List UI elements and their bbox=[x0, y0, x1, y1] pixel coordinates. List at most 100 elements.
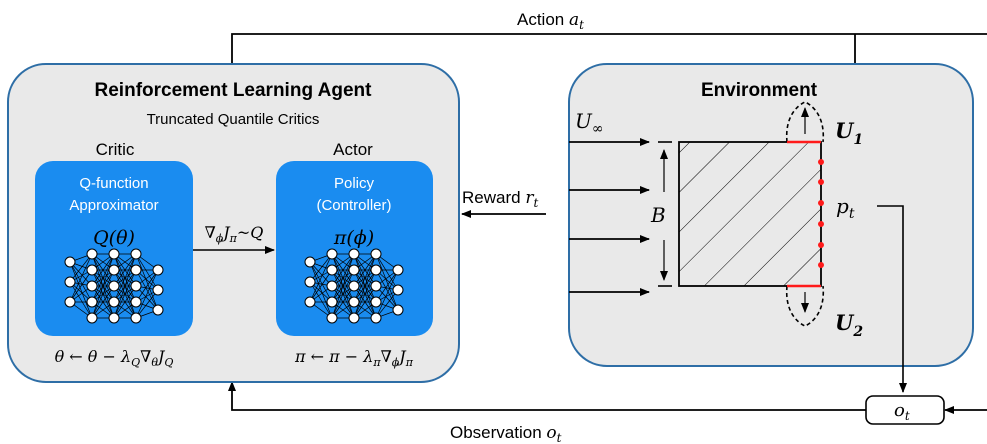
network-node bbox=[326, 296, 338, 308]
network-edge bbox=[113, 269, 137, 319]
network-node bbox=[130, 296, 142, 308]
network-edge bbox=[375, 269, 399, 303]
network-edge bbox=[309, 253, 333, 283]
network-edge bbox=[91, 269, 115, 319]
network-edge bbox=[309, 253, 333, 303]
network-node bbox=[152, 264, 164, 276]
network-edge bbox=[309, 281, 333, 319]
network-edge bbox=[135, 269, 159, 311]
observation-signal-path bbox=[228, 381, 987, 414]
network-node bbox=[130, 248, 142, 260]
network-edge bbox=[375, 269, 399, 319]
network-edge bbox=[135, 253, 159, 311]
network-node bbox=[86, 280, 98, 292]
network-node bbox=[348, 264, 360, 276]
environment-title: Environment bbox=[701, 80, 818, 101]
actor-update-rule: π ← π − λπ∇ϕJπ bbox=[294, 347, 414, 369]
network-edge bbox=[331, 253, 355, 287]
network-edge bbox=[69, 261, 93, 303]
inflow-arrows bbox=[569, 138, 650, 296]
actor-box-line1: Policy bbox=[334, 175, 375, 192]
network-edge bbox=[91, 253, 115, 287]
network-node bbox=[370, 248, 382, 260]
network-edge bbox=[353, 285, 377, 319]
network-node bbox=[64, 296, 76, 308]
gradient-label: ∇ϕJπ~Q bbox=[205, 223, 264, 245]
network-node bbox=[108, 296, 120, 308]
upper-jet bbox=[786, 101, 824, 144]
bluff-body bbox=[678, 141, 822, 287]
network-node bbox=[370, 312, 382, 324]
network-edge bbox=[91, 253, 115, 303]
network-edge bbox=[353, 253, 377, 287]
network-node bbox=[370, 280, 382, 292]
network-node bbox=[64, 276, 76, 288]
network-edge bbox=[375, 253, 399, 291]
actor-label: Actor bbox=[333, 140, 373, 159]
height-label: B bbox=[650, 203, 666, 227]
network-edge bbox=[135, 269, 159, 303]
observation-box bbox=[865, 395, 945, 425]
network-node bbox=[130, 280, 142, 292]
network-edge bbox=[69, 253, 93, 303]
network-node bbox=[326, 264, 338, 276]
network-edge bbox=[309, 261, 333, 303]
pressure-sensor-dot bbox=[818, 159, 824, 165]
pressure-sensor-dot bbox=[818, 242, 824, 248]
pressure-sensor-dot bbox=[818, 262, 824, 268]
action-word: Action bbox=[517, 10, 569, 29]
pressure-sensor-dot bbox=[818, 221, 824, 227]
network-edge bbox=[69, 269, 93, 303]
network-node bbox=[86, 248, 98, 260]
critic-symbol: Q(θ) bbox=[93, 227, 135, 249]
network-node bbox=[86, 264, 98, 276]
network-node bbox=[326, 312, 338, 324]
network-edge bbox=[309, 261, 333, 319]
network-node bbox=[392, 264, 404, 276]
network-edge bbox=[69, 281, 93, 319]
network-edge bbox=[375, 289, 399, 319]
network-edge bbox=[331, 253, 355, 319]
agent-title: Reinforcement Learning Agent bbox=[95, 80, 373, 101]
network-edge bbox=[113, 253, 137, 303]
observation-label: Observation ot bbox=[450, 423, 562, 444]
network-node bbox=[152, 284, 164, 296]
network-edge bbox=[91, 253, 115, 319]
network-node bbox=[392, 284, 404, 296]
network-node bbox=[392, 304, 404, 316]
network-edge bbox=[353, 269, 377, 319]
critic-update-rule: θ ← θ − λQ∇θJQ bbox=[55, 347, 174, 369]
network-edge bbox=[113, 253, 137, 287]
network-edge bbox=[135, 289, 159, 319]
network-edge bbox=[331, 269, 355, 319]
network-node bbox=[326, 248, 338, 260]
height-dimension bbox=[658, 141, 672, 287]
network-node bbox=[304, 276, 316, 288]
actor-neural-network bbox=[304, 248, 404, 324]
network-node bbox=[304, 296, 316, 308]
network-edge bbox=[331, 285, 355, 319]
pressure-sensor-dot bbox=[818, 179, 824, 185]
critic-box-line1: Q-function bbox=[79, 175, 148, 192]
network-node bbox=[326, 280, 338, 292]
network-edge bbox=[113, 285, 137, 319]
network-node bbox=[348, 280, 360, 292]
actor-box-line2: (Controller) bbox=[316, 197, 391, 214]
agent-subtitle: Truncated Quantile Critics bbox=[147, 111, 320, 128]
critic-label: Critic bbox=[96, 140, 135, 159]
reward-label: Reward rt bbox=[462, 188, 538, 210]
network-node bbox=[370, 296, 382, 308]
network-edge bbox=[69, 253, 93, 283]
network-node bbox=[130, 264, 142, 276]
network-node bbox=[370, 264, 382, 276]
network-edge bbox=[375, 269, 399, 311]
network-edge bbox=[69, 261, 93, 319]
network-node bbox=[108, 248, 120, 260]
network-node bbox=[348, 296, 360, 308]
pressure-sensors bbox=[818, 159, 824, 268]
network-edge bbox=[113, 253, 137, 319]
network-node bbox=[348, 248, 360, 260]
network-edge bbox=[91, 285, 115, 319]
network-node bbox=[130, 312, 142, 324]
